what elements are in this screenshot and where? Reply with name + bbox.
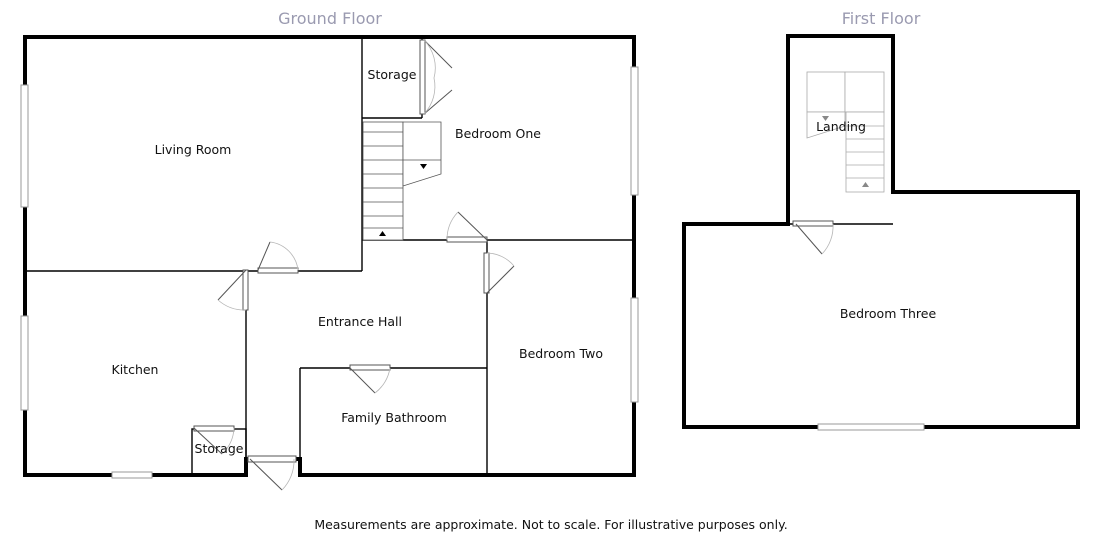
door-bedroom-three [792,220,834,255]
door-family-bathroom [349,364,391,394]
room-label-bedroom-two: Bedroom Two [519,346,603,361]
window-kitchen [20,315,29,411]
stair-arrow-up-first [862,182,869,187]
first-staircase [806,71,885,193]
room-label-living-room: Living Room [155,142,232,157]
door-bedroom-one [446,211,488,243]
door-storage-top [419,39,453,115]
ground-staircase [362,121,442,241]
ground-floor-plan: Living Room Storage Bedroom One Kitchen … [20,35,639,491]
stair-arrow-up [379,231,386,236]
window-living [20,84,29,208]
window-bedroom-three [817,423,925,431]
door-front-entrance [247,455,297,491]
first-outer-wall [682,34,1080,429]
door-kitchen [217,269,249,311]
room-label-entrance-hall: Entrance Hall [318,314,402,329]
first-floor-plan: Landing Bedroom Three [682,34,1080,431]
room-label-bedroom-three: Bedroom Three [840,306,937,321]
window-kitchen-bottom [111,471,153,479]
room-label-landing: Landing [816,119,866,134]
room-label-bedroom-one: Bedroom One [455,126,541,141]
window-bedroom-one [630,66,639,196]
ground-floor-title: Ground Floor [278,9,382,28]
room-label-kitchen: Kitchen [112,362,159,377]
door-living-room [257,241,299,274]
door-bedroom-two [483,252,515,294]
room-label-family-bathroom: Family Bathroom [341,410,447,425]
room-label-storage-top: Storage [368,67,417,82]
door-storage-bottom [193,425,235,455]
room-label-storage-bottom: Storage [195,441,244,456]
first-floor-title: First Floor [842,9,921,28]
disclaimer-footnote: Measurements are approximate. Not to sca… [314,517,788,532]
window-bedroom-two [630,297,639,403]
stair-arrow-down-first [822,116,829,121]
ground-outer-wall [23,35,636,477]
stair-arrow-down [420,164,427,169]
